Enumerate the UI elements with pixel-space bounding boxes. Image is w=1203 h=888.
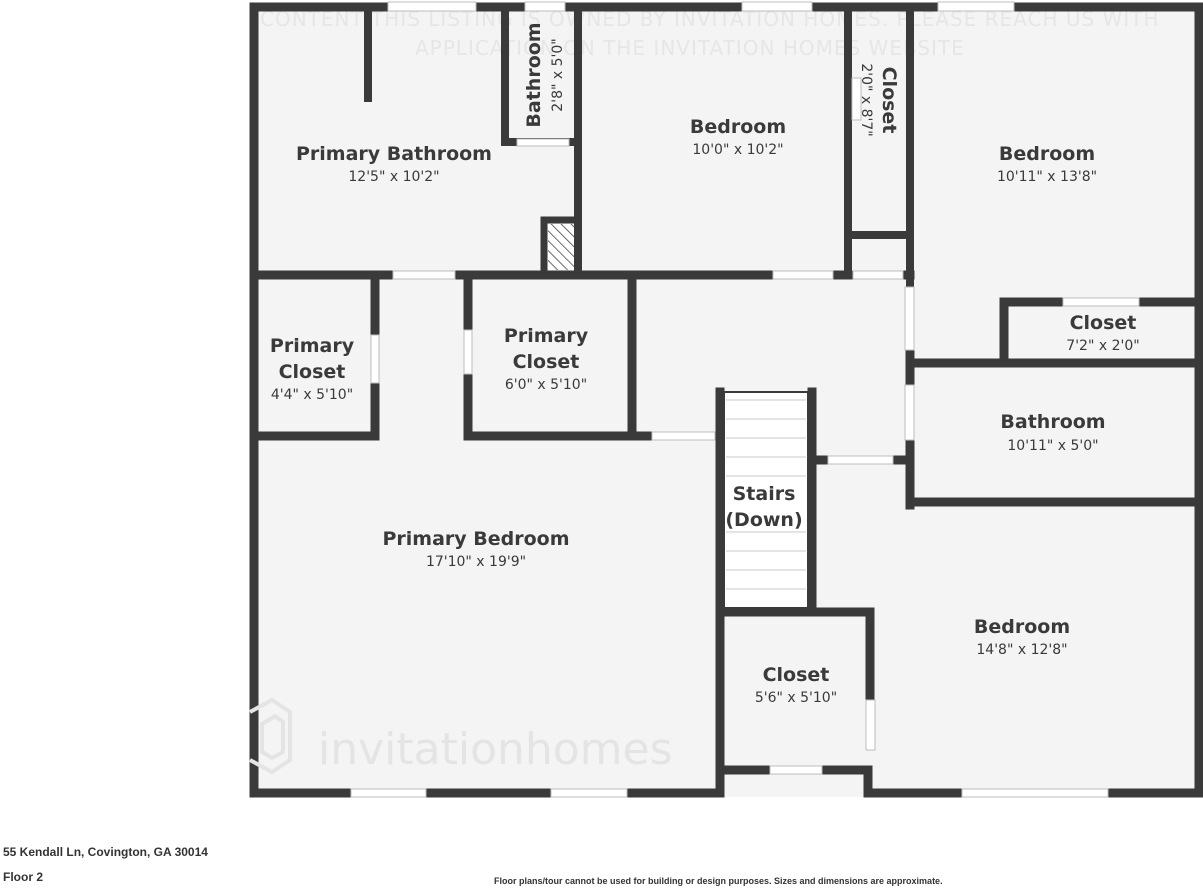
chimney-column bbox=[548, 224, 574, 270]
primary-closet-left-dims: 4'4" x 5'10" bbox=[271, 387, 353, 403]
primary-closet-mid-name-1: Primary bbox=[504, 325, 589, 347]
bedroom-right-name: Bedroom bbox=[999, 143, 1095, 165]
bedroom-top-dims: 10'0" x 10'2" bbox=[692, 142, 783, 158]
bedroom-bottom-dims: 14'8" x 12'8" bbox=[976, 642, 1067, 658]
primary-closet-mid-name-2: Closet bbox=[513, 351, 580, 373]
floor-label: Floor 2 bbox=[3, 870, 44, 884]
closet-bottom-name: Closet bbox=[763, 664, 830, 686]
primary-closet-left-name-2: Closet bbox=[279, 361, 346, 383]
walls bbox=[249, 2, 1203, 798]
primary-bathroom-dims: 12'5" x 10'2" bbox=[348, 169, 439, 185]
bedroom-top-name: Bedroom bbox=[690, 116, 786, 138]
primary-closet-left-name-1: Primary bbox=[270, 335, 355, 357]
primary-closet-mid-dims: 6'0" x 5'10" bbox=[505, 377, 587, 393]
bedroom-right-dims: 10'11" x 13'8" bbox=[997, 169, 1097, 185]
primary-bedroom-dims: 17'10" x 19'9" bbox=[426, 554, 526, 570]
small-bathroom-dims: 2'8" x 5'0" bbox=[550, 38, 566, 111]
bedroom-bottom-name: Bedroom bbox=[974, 616, 1070, 638]
windows-and-doors bbox=[350, 1, 1140, 798]
small-bathroom-name: Bathroom bbox=[523, 22, 545, 127]
property-address: 55 Kendall Ln, Covington, GA 30014 bbox=[3, 845, 208, 859]
closet-top-name: Closet bbox=[878, 67, 900, 134]
brand-watermark-text: invitationhomes bbox=[318, 724, 673, 775]
closet-right-dims: 7'2" x 2'0" bbox=[1066, 338, 1139, 354]
bathroom-right-dims: 10'11" x 5'0" bbox=[1007, 438, 1098, 454]
primary-bathroom-name: Primary Bathroom bbox=[296, 143, 492, 165]
room-labels: Primary Bathroom 12'5" x 10'2" Bathroom … bbox=[270, 22, 1140, 706]
disclaimer-text: Floor plans/tour cannot be used for buil… bbox=[494, 876, 943, 886]
closet-bottom-dims: 5'6" x 5'10" bbox=[755, 690, 837, 706]
closet-top-dims: 2'0" x 8'7" bbox=[858, 63, 874, 136]
primary-bedroom-name: Primary Bedroom bbox=[382, 528, 569, 550]
closet-right-name: Closet bbox=[1070, 312, 1137, 334]
house-logo-icon bbox=[249, 697, 292, 775]
stairs-name-1: Stairs bbox=[733, 483, 796, 505]
watermark-line-2: APPLICATION ON THE INVITATION HOMES WEBS… bbox=[415, 36, 965, 60]
bathroom-right-name: Bathroom bbox=[1000, 411, 1105, 433]
stairs-name-2: (Down) bbox=[725, 509, 802, 531]
brand-watermark: invitationhomes bbox=[249, 697, 673, 775]
stairs-treads bbox=[723, 391, 809, 609]
